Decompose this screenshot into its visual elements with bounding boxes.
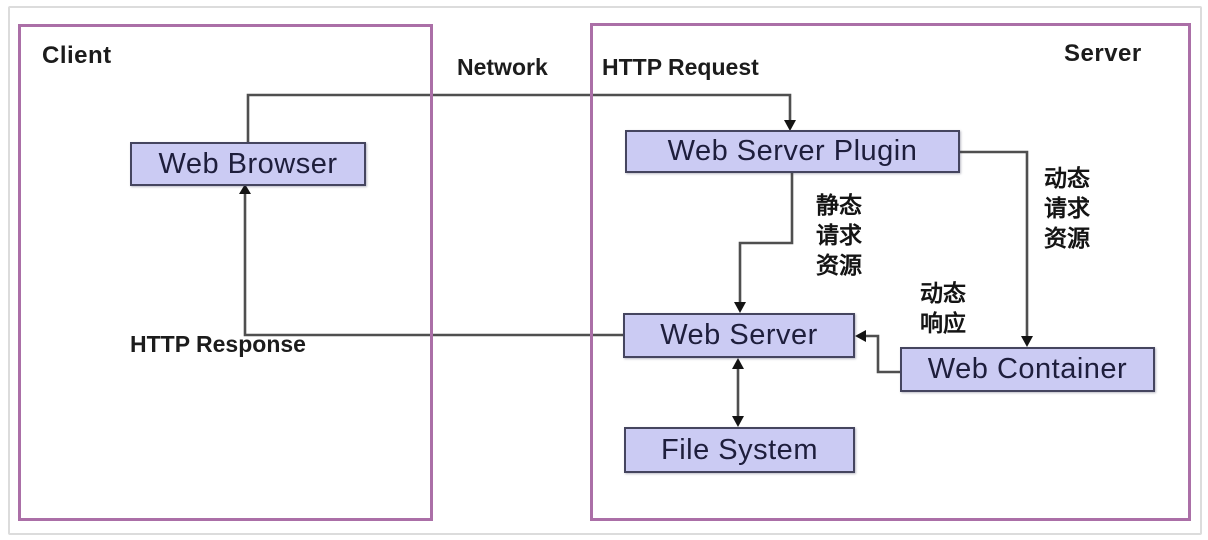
edge-http-request [246,93,792,143]
client-region-box [18,24,433,521]
node-web-container-label: Web Container [927,353,1128,385]
arrowhead-into-webserver-right [855,330,866,342]
node-web-server-label: Web Server [660,319,818,351]
server-region-label: Server [1064,40,1142,67]
edge-static-request [738,172,794,305]
arrowhead-into-webserver-bottom [732,358,744,369]
arrowhead-into-browser [239,184,251,194]
node-web-browser-label: Web Browser [158,147,338,180]
client-region-label: Client [42,42,112,69]
edge-http-response [243,193,624,337]
node-web-server-plugin: Web Server Plugin [625,130,960,173]
dynamic-response-label: 动态 响应 [910,278,976,338]
static-label-line2: 请求 [816,222,862,248]
node-web-browser: Web Browser [130,142,366,186]
arrowhead-into-filesystem [732,416,744,427]
arrowhead-into-container [1021,336,1033,347]
static-request-resource-label: 静态 请求 资源 [806,190,872,280]
dynamic-response-label-line2: 响应 [920,310,966,336]
dynamic-request-resource-label: 动态 请求 资源 [1034,163,1100,253]
node-web-container: Web Container [900,347,1155,392]
static-label-line3: 资源 [816,252,862,278]
node-web-server-plugin-label: Web Server Plugin [667,135,918,167]
dynamic-request-label-line3: 资源 [1044,225,1090,251]
image-frame [8,6,1202,535]
dynamic-response-label-line1: 动态 [920,280,966,306]
static-label-line1: 静态 [816,192,862,218]
http-request-label: HTTP Request [602,54,759,80]
node-file-system-label: File System [661,433,818,466]
network-label: Network [457,54,548,80]
edge-dynamic-response [864,334,901,374]
edge-dynamic-request [959,150,1029,339]
node-file-system: File System [624,427,855,473]
dynamic-request-label-line2: 请求 [1044,195,1090,221]
http-response-label: HTTP Response [130,331,306,357]
server-region-box [590,23,1191,521]
dynamic-request-label-line1: 动态 [1044,165,1090,191]
arrowhead-into-plugin [784,120,796,131]
node-web-server: Web Server [623,313,855,358]
arrowhead-into-webserver-top [734,302,746,313]
